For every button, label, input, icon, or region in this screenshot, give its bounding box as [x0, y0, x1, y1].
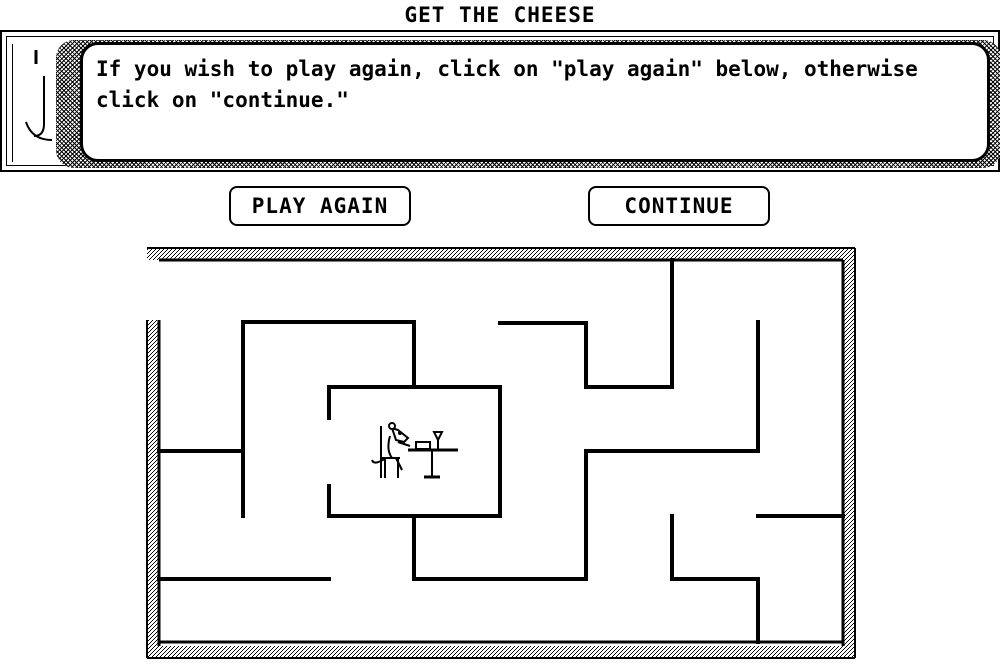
mouse-at-table-icon	[371, 422, 458, 479]
speech-bubble	[80, 42, 990, 162]
maze-outer-walls	[146, 247, 856, 659]
continue-button[interactable]: CONTINUE	[588, 186, 770, 226]
host-face-icon	[12, 44, 53, 162]
play-again-button[interactable]: PLAY AGAIN	[229, 186, 411, 226]
dialog-message: If you wish to play again, click on "pla…	[96, 57, 918, 112]
maze-inner-walls	[157, 258, 845, 644]
window-title: GET THE CHEESE	[404, 3, 596, 27]
dialog-panel	[0, 30, 1000, 172]
